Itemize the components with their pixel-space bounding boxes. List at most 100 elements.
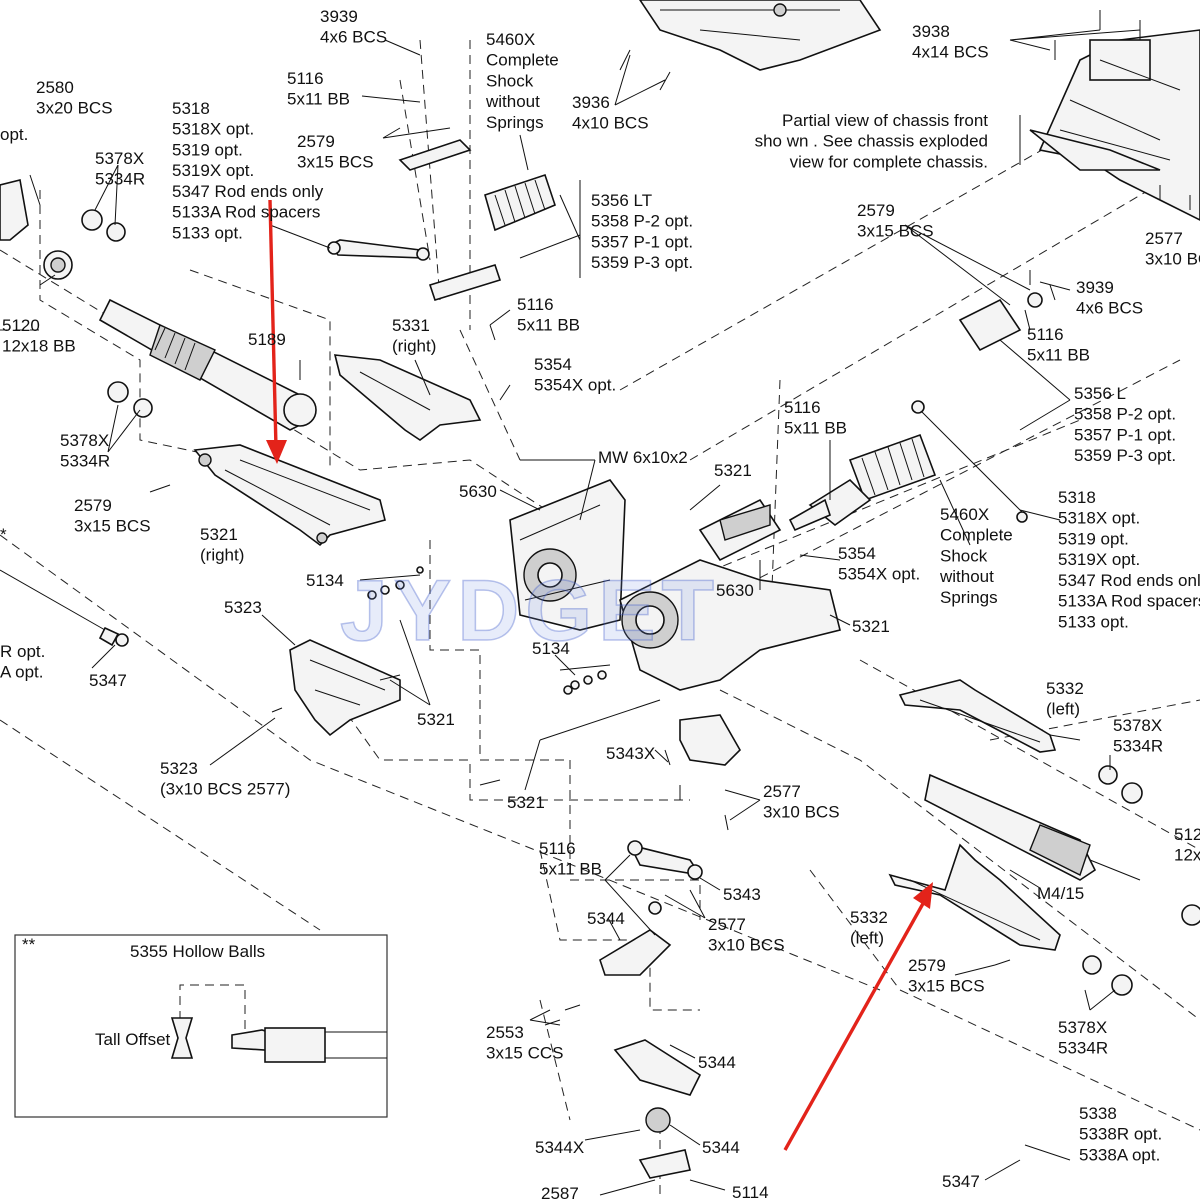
label-line: 5323 — [224, 598, 262, 617]
label-5189: 5189 — [248, 330, 286, 349]
label-line: MW 6x10x2 — [598, 448, 688, 467]
label-line: 4x6 BCS — [1076, 299, 1143, 318]
label-line: without — [485, 92, 540, 111]
label-line: 3x10 BCS — [763, 803, 840, 822]
left-bearings — [0, 179, 153, 418]
label-line: 5354 — [534, 355, 572, 374]
label-2587: 2587 — [541, 1184, 579, 1200]
label-line: Complete — [940, 526, 1013, 545]
label-line: 5116 — [517, 295, 554, 314]
top-shock — [398, 139, 556, 301]
label-line: 5134 — [532, 639, 570, 658]
label-line: 5347 — [942, 1172, 980, 1191]
label-line: 2579 — [74, 496, 112, 515]
label-line: 5356 L — [1074, 384, 1126, 403]
label-5321-bottom: 5321 — [507, 793, 545, 812]
label-5347-left: 5347 — [89, 671, 127, 690]
label-line: 5319 opt. — [172, 140, 243, 159]
red-arrows — [266, 199, 933, 1151]
label-line: 5344 — [587, 909, 625, 928]
label-5347-right: 5347 — [942, 1172, 980, 1191]
label-line: 5359 P-3 opt. — [1074, 446, 1176, 465]
servo-saver-bracket — [679, 714, 741, 766]
asterisk-marker: * — [0, 525, 7, 544]
label-line: Springs — [486, 113, 544, 132]
label-line: 3x15 BCS — [908, 977, 985, 996]
label-5332-upper: 5332(left) — [1046, 679, 1084, 719]
front-gearbox — [619, 498, 841, 691]
label-5323-bottom: 5323(3x10 BCS 2577) — [160, 759, 290, 799]
label-5321-mid: 5321 — [714, 461, 752, 480]
label-line: 5x11 BB — [539, 860, 602, 879]
center-bulkhead — [509, 479, 626, 631]
label-line: Partial view of chassis front — [782, 111, 988, 130]
label-line: 3939 — [1076, 278, 1114, 297]
label-line: 5359 P-3 opt. — [591, 253, 693, 272]
label-line: 5334R — [60, 452, 110, 471]
label-5344-top: 5344 — [587, 909, 625, 928]
label-line: 5321 — [200, 525, 238, 544]
label-5321-right-arm: 5321 (right) — [200, 525, 244, 565]
label-line: 5321 — [507, 793, 545, 812]
label-line: 3x10 BCS — [1145, 250, 1200, 269]
label-line: 5343X — [606, 744, 655, 763]
label-line: 2579 — [857, 201, 895, 220]
label-5321-lower: 5321 — [417, 710, 455, 729]
label-line: (left) — [850, 929, 884, 948]
label-line: (left) — [1046, 700, 1080, 719]
right-driveshaft — [924, 773, 1141, 881]
label-line: 5630 — [716, 581, 754, 600]
label-5630-left: 5630 — [459, 482, 497, 501]
red-arrowhead-left-arm — [913, 882, 933, 909]
label-line: 5460X — [940, 505, 989, 524]
label-line: 5116 — [1027, 325, 1064, 344]
hollow-balls-inset: ** 5355 Hollow Balls Tall Offset — [14, 934, 388, 1118]
label-5332-lower: 5332 (left) — [850, 908, 888, 948]
label-line: 5331 — [392, 316, 430, 335]
label-line: 2580 — [36, 78, 74, 97]
camber-link — [327, 239, 430, 261]
label-line: 5133 opt. — [1058, 612, 1129, 631]
label-5134-left: 5134 — [306, 571, 344, 590]
label-line: sho wn . See chassis exploded — [755, 132, 988, 151]
label-5323-top: 5323 — [224, 598, 262, 617]
label-line: 5x11 BB — [287, 90, 350, 109]
label-line: 5319X opt. — [1058, 550, 1140, 569]
label-line: 2577 — [763, 782, 801, 801]
right-shock — [788, 433, 937, 532]
label-line: 5338R opt. — [1079, 1125, 1162, 1144]
label-line: 5332 — [850, 908, 888, 927]
label-line: 3x15 BCS — [74, 517, 151, 536]
label-line: 5347 — [89, 671, 127, 690]
upper-arm-right — [333, 354, 482, 441]
label-5344-bottom: 5344 — [702, 1138, 740, 1157]
label-line: 2579 — [297, 132, 335, 151]
label-line: (right) — [392, 337, 436, 356]
label-line: 5321 — [852, 617, 890, 636]
label-line: 5318 — [1058, 488, 1096, 507]
label-line: 5334R — [1058, 1039, 1108, 1058]
label-line: 3x10 BCS — [708, 936, 785, 955]
label-line: 2553 — [486, 1023, 524, 1042]
label-r-opt: R opt.A opt. — [0, 642, 45, 682]
label-2579-left: 2579 3x15 BCS — [74, 496, 151, 536]
label-line: Complete — [486, 51, 559, 70]
label-line: (right) — [200, 546, 244, 565]
label-5630-center: 5630 — [716, 581, 754, 600]
label-5344-mid: 5344 — [698, 1053, 736, 1072]
label-line: 5133A Rod spacers — [1058, 592, 1200, 611]
label-2577-center: 2577 3x10 BCS — [763, 782, 840, 822]
label-line: 3939 — [320, 7, 358, 26]
